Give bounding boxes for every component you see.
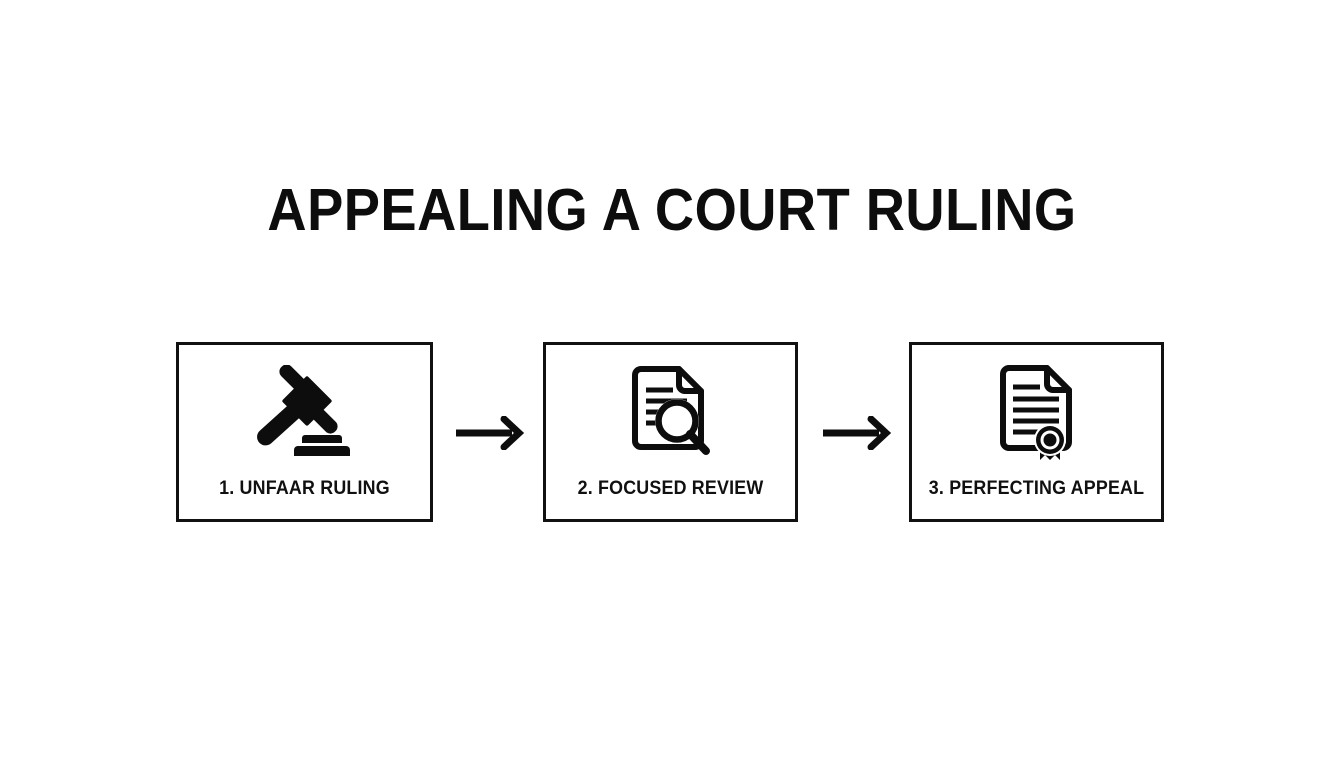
step-3-icon-wrap xyxy=(912,363,1161,460)
step-1-icon-wrap xyxy=(179,363,430,459)
connector-arrow-1 xyxy=(454,415,528,451)
process-flow: 1. UNFAAR RULING xyxy=(176,342,1164,522)
step-1-label: 1. UNFAAR RULING xyxy=(219,478,390,499)
page-title: APPEALING A COURT RULING xyxy=(267,177,1077,243)
gavel-icon xyxy=(256,365,350,456)
arrow-right-icon xyxy=(456,415,525,451)
arrow-right-icon xyxy=(823,415,892,451)
connector-arrow-2 xyxy=(821,415,895,451)
certificate-seal-icon xyxy=(999,365,1072,460)
step-box-1[interactable]: 1. UNFAAR RULING xyxy=(176,342,433,522)
step-box-2[interactable]: 2. FOCUSED REVIEW xyxy=(543,342,798,522)
document-magnifier-icon xyxy=(631,366,710,455)
step-3-label: 3. PERFECTING APPEAL xyxy=(928,478,1145,499)
step-2-label: 2. FOCUSED REVIEW xyxy=(577,478,764,499)
step-box-3[interactable]: 3. PERFECTING APPEAL xyxy=(909,342,1164,522)
step-2-icon-wrap xyxy=(546,363,795,459)
